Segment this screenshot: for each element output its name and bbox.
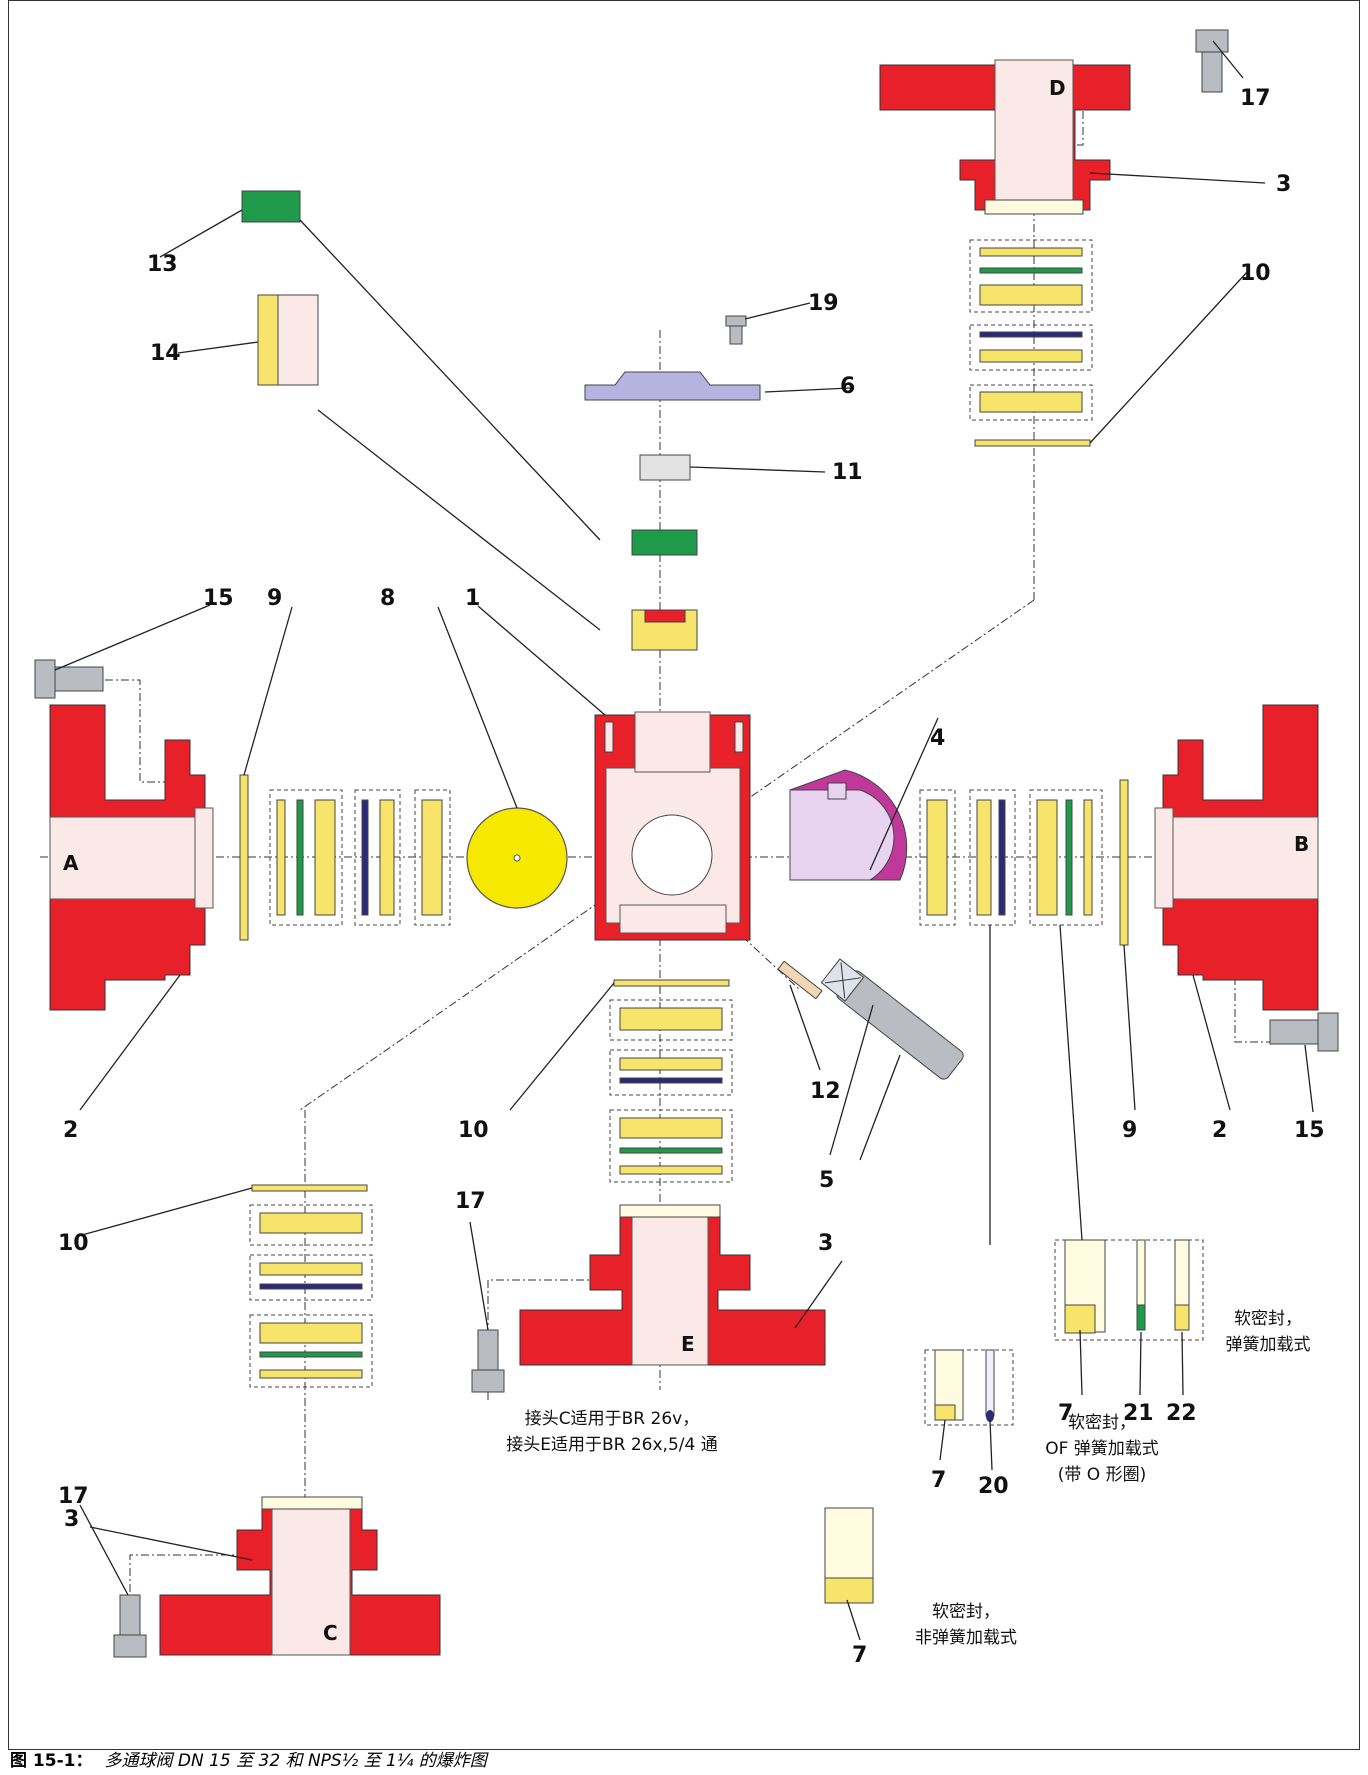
part-label-2b: 2 (1212, 1118, 1227, 1143)
port-label-e: E (681, 1332, 695, 1356)
stem-assembly (777, 958, 964, 1080)
notes: 接头C适用于BR 26v， 接头E适用于BR 26x,5/4 通 软密封， 弹簧… (506, 1309, 1310, 1648)
port-label-a: A (63, 851, 79, 875)
part-numbers: 1 2 2 3 3 3 4 5 6 7 7 7 8 9 9 10 10 10 1… (58, 86, 1325, 1668)
part-label-10c: 10 (58, 1231, 89, 1256)
part-label-7c: 7 (852, 1643, 867, 1668)
screw-17b (471, 1329, 505, 1393)
part-label-6: 6 (840, 374, 855, 399)
flange-b (1154, 704, 1319, 1011)
part-label-4: 4 (930, 726, 945, 751)
part-label-11: 11 (832, 460, 863, 485)
figure-caption: 图 15-1： 多通球阀 DN 15 至 32 和 NPS½ 至 1¼ 的爆炸图 (10, 1744, 487, 1772)
flange-e (519, 1204, 826, 1366)
of-spring-note-line3: (带 O 形圈) (1058, 1465, 1146, 1485)
part-label-7b: 7 (931, 1468, 946, 1493)
packing-green (241, 190, 698, 556)
part-label-9b: 9 (1122, 1118, 1137, 1143)
of-spring-note-line2: OF 弹簧加载式 (1045, 1439, 1159, 1459)
flange-a (49, 704, 214, 1011)
gasket-9b (1119, 779, 1129, 946)
caption-title: 多通球阀 DN 15 至 32 和 NPS½ 至 1¼ 的爆炸图 (104, 1750, 487, 1771)
soft-spring-note-line1: 软密封， (1234, 1309, 1302, 1329)
port-label-b: B (1294, 832, 1309, 856)
gasket-10c (251, 1184, 368, 1192)
part-label-3c: 3 (64, 1507, 79, 1532)
figure-frame (8, 0, 1360, 1750)
part-label-15b: 15 (1294, 1118, 1325, 1143)
stem-cover (584, 371, 761, 401)
non-spring-note-line1: 软密封， (932, 1602, 1000, 1622)
caption-label: 图 15-1： (10, 1750, 93, 1771)
part-label-3b: 3 (818, 1231, 833, 1256)
port-label-d: D (1049, 76, 1066, 100)
connector-note-line1: 接头C适用于BR 26v， (525, 1409, 699, 1429)
flange-d (879, 59, 1131, 215)
part-label-20: 20 (978, 1474, 1009, 1499)
part-label-15a: 15 (203, 586, 234, 611)
leader-lines (54, 40, 1314, 1641)
seal-details (824, 1239, 1204, 1604)
part-label-17a: 17 (1240, 86, 1271, 111)
gasket-9a (239, 774, 249, 941)
part-label-5: 5 (819, 1168, 834, 1193)
screw-17c (113, 1594, 147, 1658)
bushing (639, 454, 691, 481)
part-label-12: 12 (810, 1079, 841, 1104)
part-label-7a: 7 (1058, 1401, 1073, 1426)
packing-yellow (257, 294, 698, 651)
part-label-2a: 2 (63, 1118, 78, 1143)
non-spring-note-line2: 非弹簧加载式 (915, 1628, 1017, 1648)
connector-note-line2: 接头E适用于BR 26x,5/4 通 (506, 1435, 717, 1455)
part-label-13: 13 (147, 252, 178, 277)
flange-c (159, 1496, 441, 1656)
part-label-3a: 3 (1276, 172, 1291, 197)
screw-15a (34, 659, 104, 699)
valve-body (594, 711, 751, 941)
part-label-1: 1 (465, 586, 480, 611)
part-label-10b: 10 (458, 1118, 489, 1143)
part-label-17b: 17 (455, 1189, 486, 1214)
screw-15b (1269, 1012, 1339, 1052)
part-label-10a: 10 (1240, 261, 1271, 286)
screw-17a (1195, 29, 1229, 93)
part-label-8: 8 (380, 586, 395, 611)
gasket-10a (974, 439, 1091, 447)
part-label-19: 19 (808, 291, 839, 316)
seal-packs (249, 239, 1103, 1388)
part-label-17c: 17 (58, 1484, 89, 1509)
part-label-21: 21 (1123, 1401, 1154, 1426)
gasket-10b (613, 979, 730, 987)
part-label-9a: 9 (267, 586, 282, 611)
port-label-c: C (323, 1621, 338, 1645)
of-spring-note-line1: 软密封， (1068, 1413, 1136, 1433)
ball (789, 769, 908, 881)
part-label-22: 22 (1166, 1401, 1197, 1426)
soft-spring-note-line2: 弹簧加载式 (1226, 1335, 1311, 1355)
seat-disc (466, 807, 568, 909)
screw-19 (725, 315, 747, 345)
part-label-14: 14 (150, 341, 181, 366)
